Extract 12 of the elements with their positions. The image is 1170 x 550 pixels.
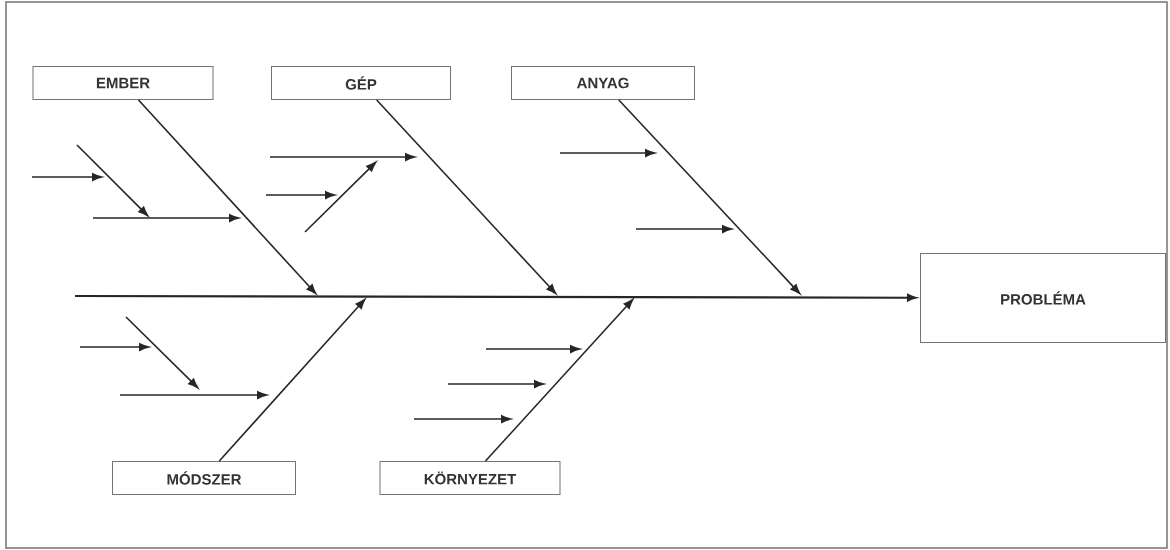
category-box: GÉP bbox=[271, 66, 451, 100]
category-box: MÓDSZER bbox=[112, 461, 296, 495]
bone-arrow bbox=[484, 298, 634, 462]
bone-arrow bbox=[218, 298, 366, 462]
bone-arrow bbox=[618, 99, 801, 295]
category-box: KÖRNYEZET bbox=[379, 461, 561, 495]
bone-arrow bbox=[375, 99, 557, 295]
bone-arrow bbox=[137, 99, 317, 295]
category-box: ANYAG bbox=[511, 66, 695, 100]
spine-arrow bbox=[75, 293, 917, 302]
problem-box: PROBLÉMA bbox=[920, 253, 1166, 343]
category-box: EMBER bbox=[32, 66, 214, 100]
